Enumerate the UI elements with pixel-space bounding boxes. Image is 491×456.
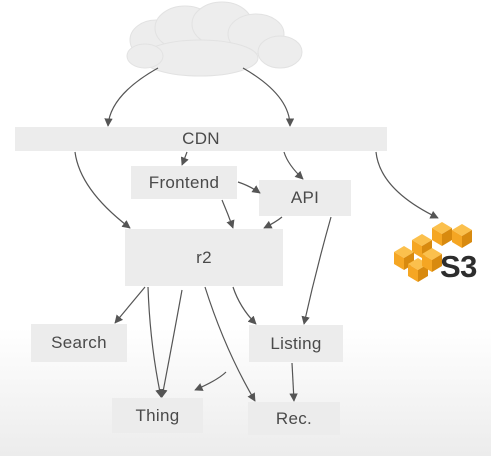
arrow-frontend-to-r2	[221, 199, 235, 229]
arrow-cloud-to-cdn-right	[242, 67, 295, 127]
search-label: Search	[51, 333, 107, 352]
s3-cube-stack	[394, 222, 472, 282]
arrow-r2-to-search	[114, 286, 146, 324]
thing-node: Thing	[112, 398, 203, 433]
arrow-r2-to-thing-2	[159, 289, 183, 398]
arrow-r2-to-listing	[232, 286, 257, 325]
arrow-cdn-to-frontend	[180, 151, 189, 166]
arrow-loop-to-thing	[194, 371, 227, 391]
arrow-api-to-listing	[301, 216, 332, 325]
r2-node: r2	[125, 229, 283, 286]
listing-node: Listing	[249, 325, 343, 362]
cdn-label: CDN	[182, 129, 220, 148]
arrow-listing-to-rec	[289, 362, 298, 402]
frontend-label: Frontend	[148, 172, 220, 192]
thing-label: Thing	[135, 405, 180, 425]
api-node: API	[259, 180, 351, 216]
api-label: API	[290, 188, 320, 207]
search-node: Search	[31, 324, 127, 362]
arrow-frontend-to-api	[237, 181, 261, 194]
r2-label: r2	[196, 247, 212, 267]
arrow-cdn-to-s3	[375, 151, 439, 219]
rec-node: Rec.	[248, 402, 340, 435]
arrow-cdn-to-api	[283, 151, 304, 180]
s3-cube-icon	[422, 248, 442, 272]
listing-label: Listing	[270, 333, 322, 353]
arrow-api-to-r2	[263, 216, 283, 229]
s3-cubes-icon	[394, 222, 472, 282]
arrow-cdn-to-r2	[74, 151, 131, 229]
s3-cube-icon	[452, 224, 472, 248]
arrow-cloud-to-cdn-left	[104, 67, 159, 127]
rec-label: Rec.	[275, 408, 313, 428]
s3-label: S3	[440, 249, 477, 284]
cdn-node: CDN	[15, 127, 387, 151]
arrow-r2-to-rec	[204, 286, 256, 402]
arrow-r2-to-thing	[147, 286, 164, 398]
frontend-node: Frontend	[131, 166, 237, 199]
s3-cube-icon	[432, 222, 452, 246]
